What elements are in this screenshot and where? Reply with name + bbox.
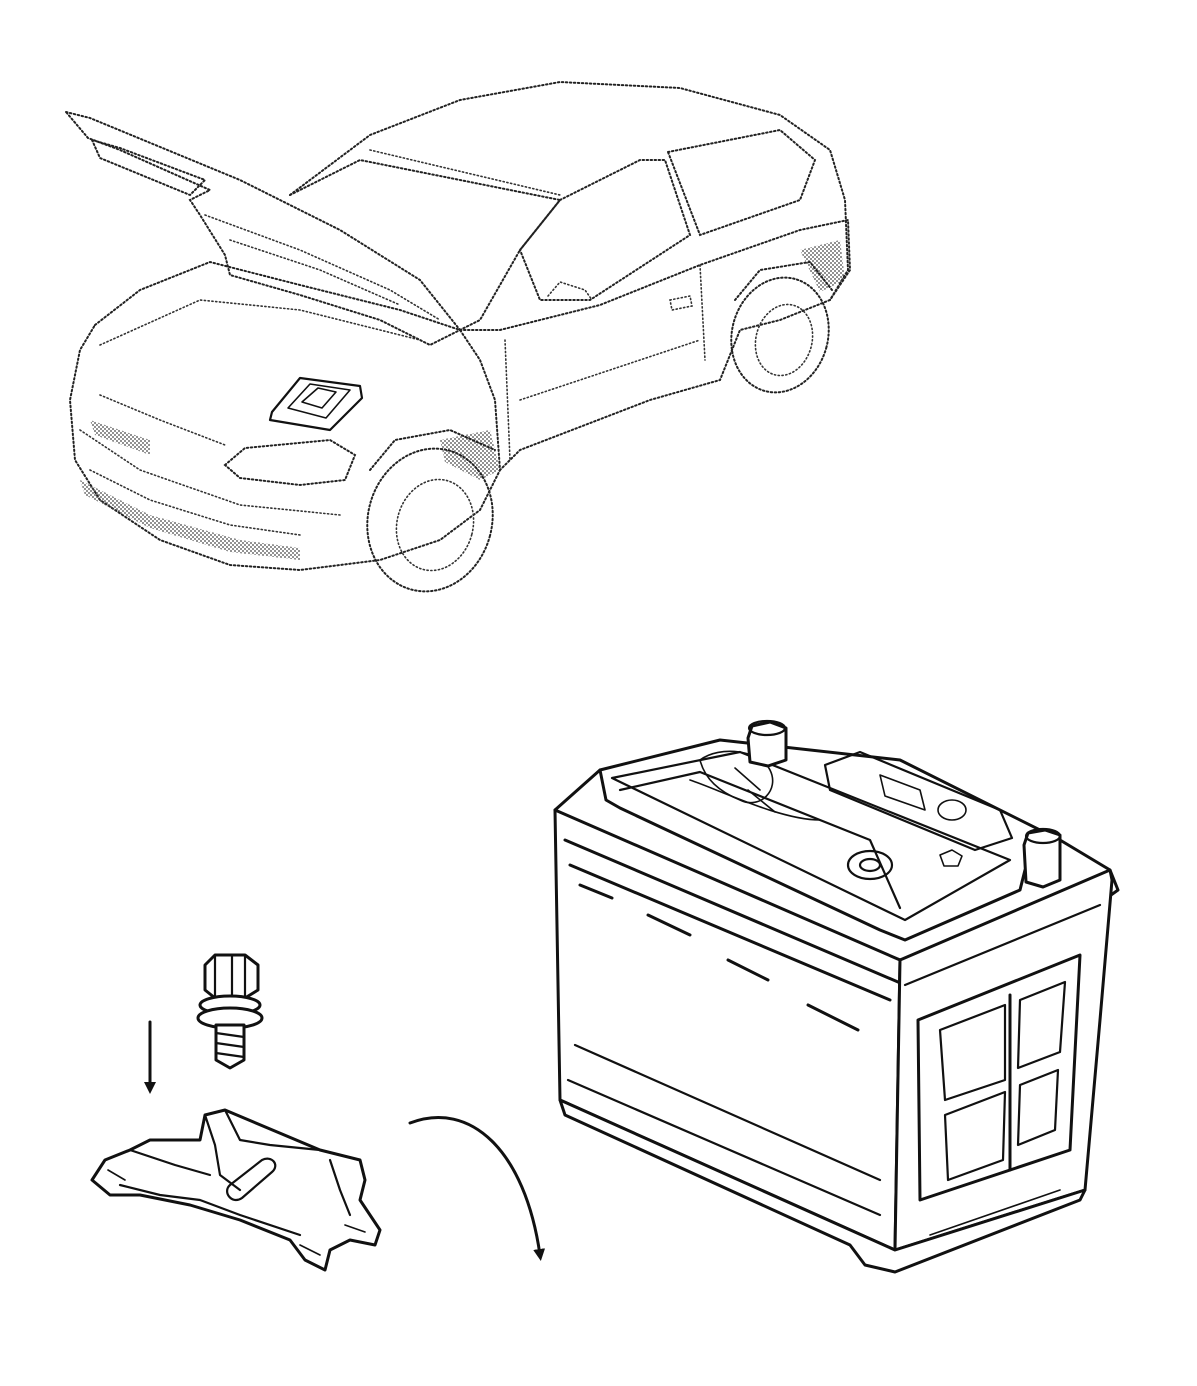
car-rear-window [666,128,817,237]
car-roof [289,80,850,301]
battery-base [558,1098,1087,1274]
battery-illustration [553,719,1120,1274]
curved-arrow [408,1116,546,1261]
hold-down-clamp [90,1108,382,1272]
car-hood-inner [90,138,207,197]
battery-logo [699,750,774,804]
car-body-side [459,218,852,471]
car-illustration [63,80,852,593]
battery-location-marker [268,376,364,432]
car-rear-wheel [730,276,830,394]
battery-side-ribs [916,953,1082,1202]
car-front-wheel [366,447,494,593]
car-headlight [223,438,357,487]
clamp-bolt [196,953,264,1070]
battery-terminal-negative [1022,827,1062,889]
car-front-end [68,260,502,572]
clamp-slot [226,1157,277,1202]
battery-indicator [846,849,894,881]
car-hood-open [63,110,462,347]
battery-terminal-positive [746,719,788,768]
battery-label-plate [823,750,1014,852]
car-front-window [518,159,692,301]
